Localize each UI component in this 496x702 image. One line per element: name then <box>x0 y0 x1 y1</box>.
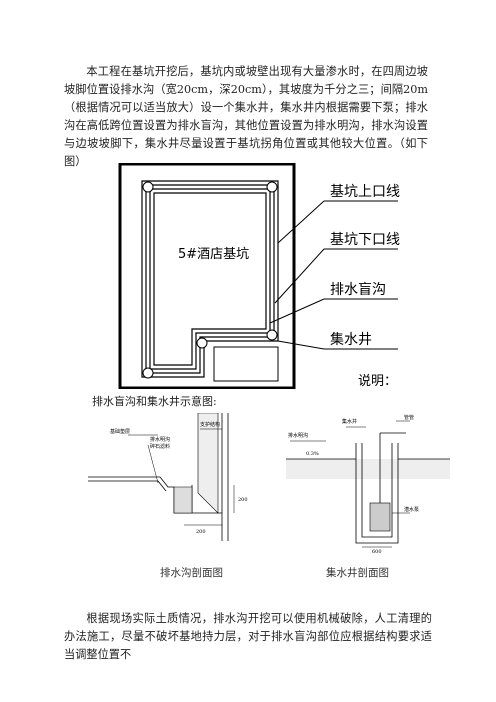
label-note: 说明： <box>358 374 397 389</box>
pit-name-label: 5#酒店基坑 <box>178 247 249 262</box>
well-label-pump: 潜水泵 <box>404 506 419 513</box>
label-sump-well: 集水井 <box>330 331 372 348</box>
closing-paragraph: 根据现场实际土质情况，排水沟开挖可以使用机械破除，人工清理的办法施工，尽量不破坏… <box>64 612 432 661</box>
well-label-slope: 0.3% <box>306 451 319 457</box>
ditch-label-support: 支护结构 <box>200 421 220 428</box>
corner-well-m <box>196 337 208 349</box>
label-upper-line: 基坑上口线 <box>330 183 400 200</box>
label-blind-ditch: 排水盲沟 <box>330 281 386 298</box>
ditch-label-base: 基础垫层 <box>110 428 130 435</box>
ditch-label-fill: 碎石滤料 <box>150 443 170 450</box>
corner-well-bl <box>142 367 154 379</box>
corner-well-br <box>266 329 278 341</box>
corner-well-tr <box>266 181 278 193</box>
ditch-section-caption: 排水沟剖面图 <box>160 567 223 579</box>
intro-paragraph: 本工程在基坑开挖后，基坑内或坡壁出现有大量渗水时，在四周边坡坡脚位置设排水沟（宽… <box>64 65 428 168</box>
adjacent-block <box>213 346 279 382</box>
ditch-dim-height: 200 <box>238 497 248 503</box>
well-label-pipe: 管管 <box>404 414 414 421</box>
ditch-label-ditch: 排水明沟 <box>150 436 170 443</box>
well-label-well: 集水井 <box>342 418 357 425</box>
ditch-section-drawing: 支护结构 基础垫层 排水明沟 碎石滤料 200 200 <box>88 413 248 541</box>
plan-frame <box>118 163 296 389</box>
well-label-ditch: 排水明沟 <box>288 432 308 439</box>
pit-plan-drawing: 5#酒店基坑 基坑上口线 基坑下口线 排水盲沟 集水井 说明： <box>118 163 418 389</box>
pump-body <box>369 502 391 532</box>
well-section-caption: 集水井剖面图 <box>326 567 389 579</box>
well-section-drawing: 排水明沟 集水井 管管 潜水泵 0.3% 600 <box>286 414 450 553</box>
leader-lines <box>269 200 398 350</box>
ditch-dim-width: 200 <box>196 529 206 535</box>
label-lower-line: 基坑下口线 <box>330 231 400 248</box>
corner-well-tl <box>142 181 154 193</box>
well-dim-width: 600 <box>372 549 382 553</box>
section-heading: 排水盲沟和集水井示意图: <box>92 395 217 408</box>
